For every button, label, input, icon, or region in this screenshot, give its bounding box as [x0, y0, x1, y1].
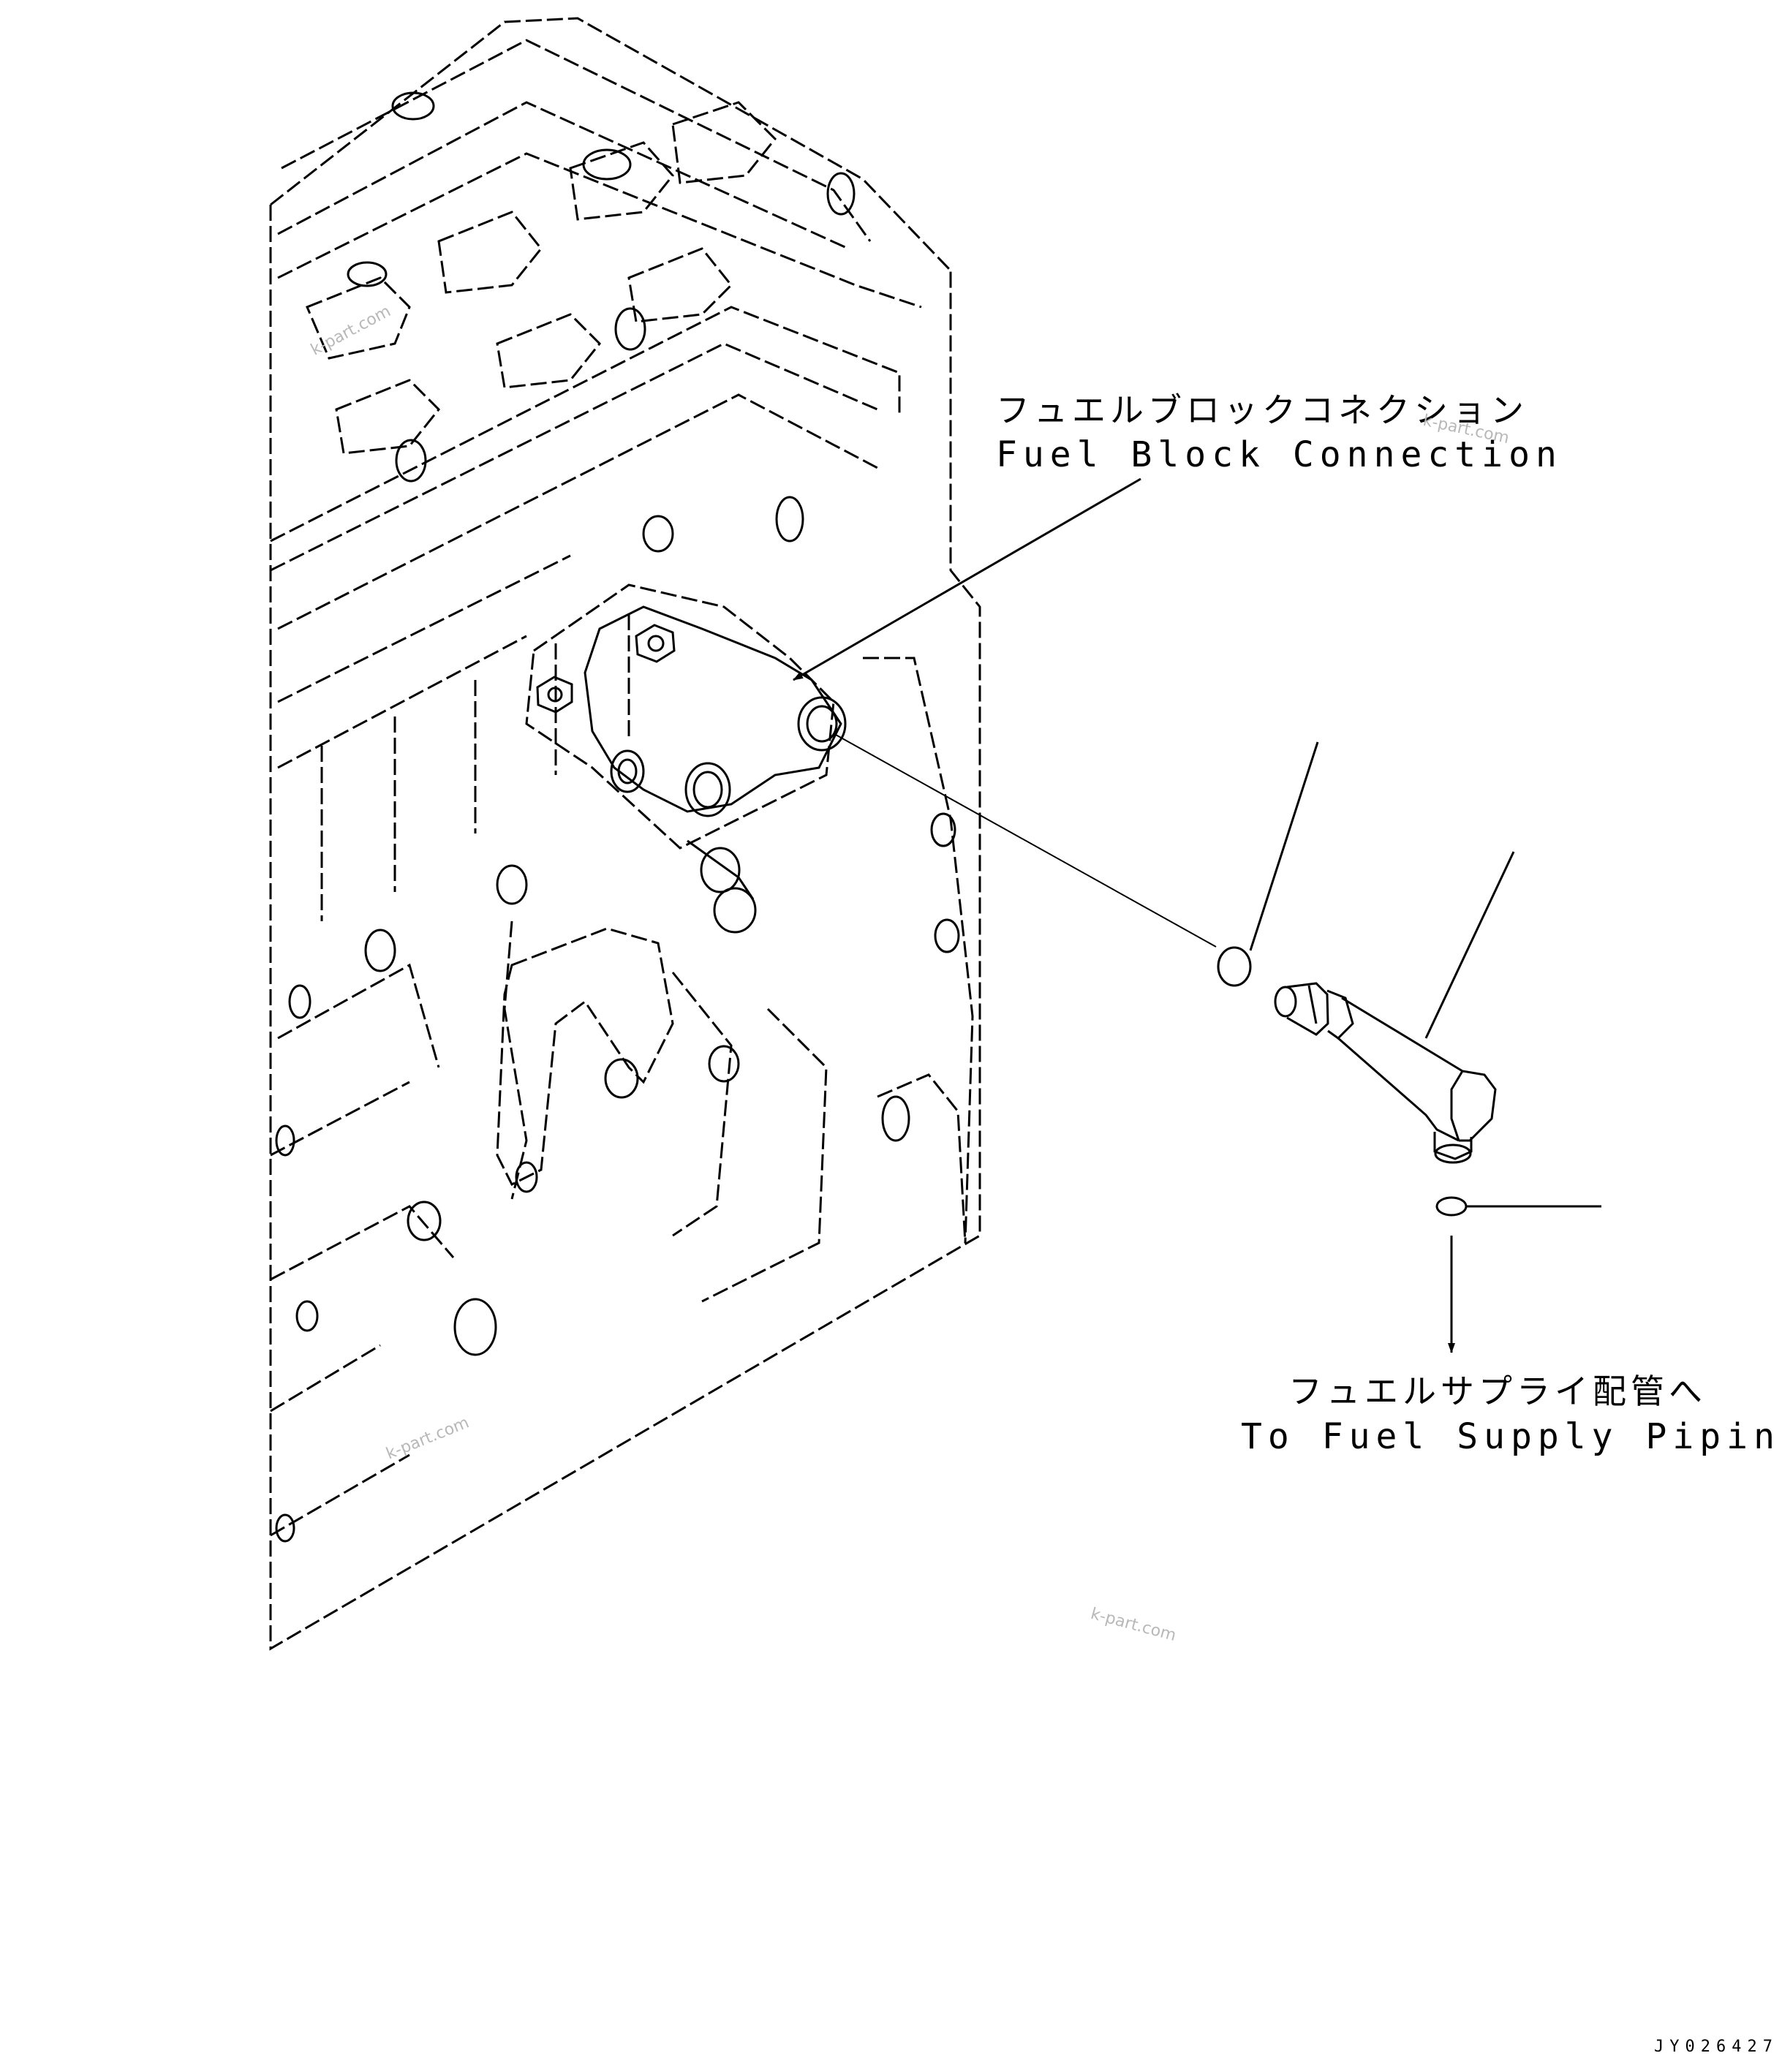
o-ring — [1217, 946, 1252, 987]
engine-bosses — [275, 91, 960, 1543]
o-ring-lower — [1435, 1196, 1468, 1217]
fuel-block-arrow — [793, 477, 1141, 681]
fuel-supply-piping-label-en: To Fuel Supply Piping — [1241, 1416, 1782, 1457]
engine-block — [269, 17, 981, 1651]
drawing-code: JY026427 — [1654, 2038, 1778, 2056]
elbow-leader-line — [1424, 851, 1515, 1039]
fuel-block-connection-label-en: Fuel Block Connection — [996, 434, 1563, 475]
elbow-fitting — [1274, 982, 1497, 1164]
fuel-block-connection-label-jp: フュエルブロックコネクション — [996, 390, 1528, 430]
fuel-block — [536, 605, 847, 934]
port-leader-line — [835, 734, 1217, 948]
o-ring-leader-line — [1249, 741, 1319, 951]
fuel-supply-piping-label-jp: フュエルサプライ配管へ — [1288, 1372, 1707, 1411]
